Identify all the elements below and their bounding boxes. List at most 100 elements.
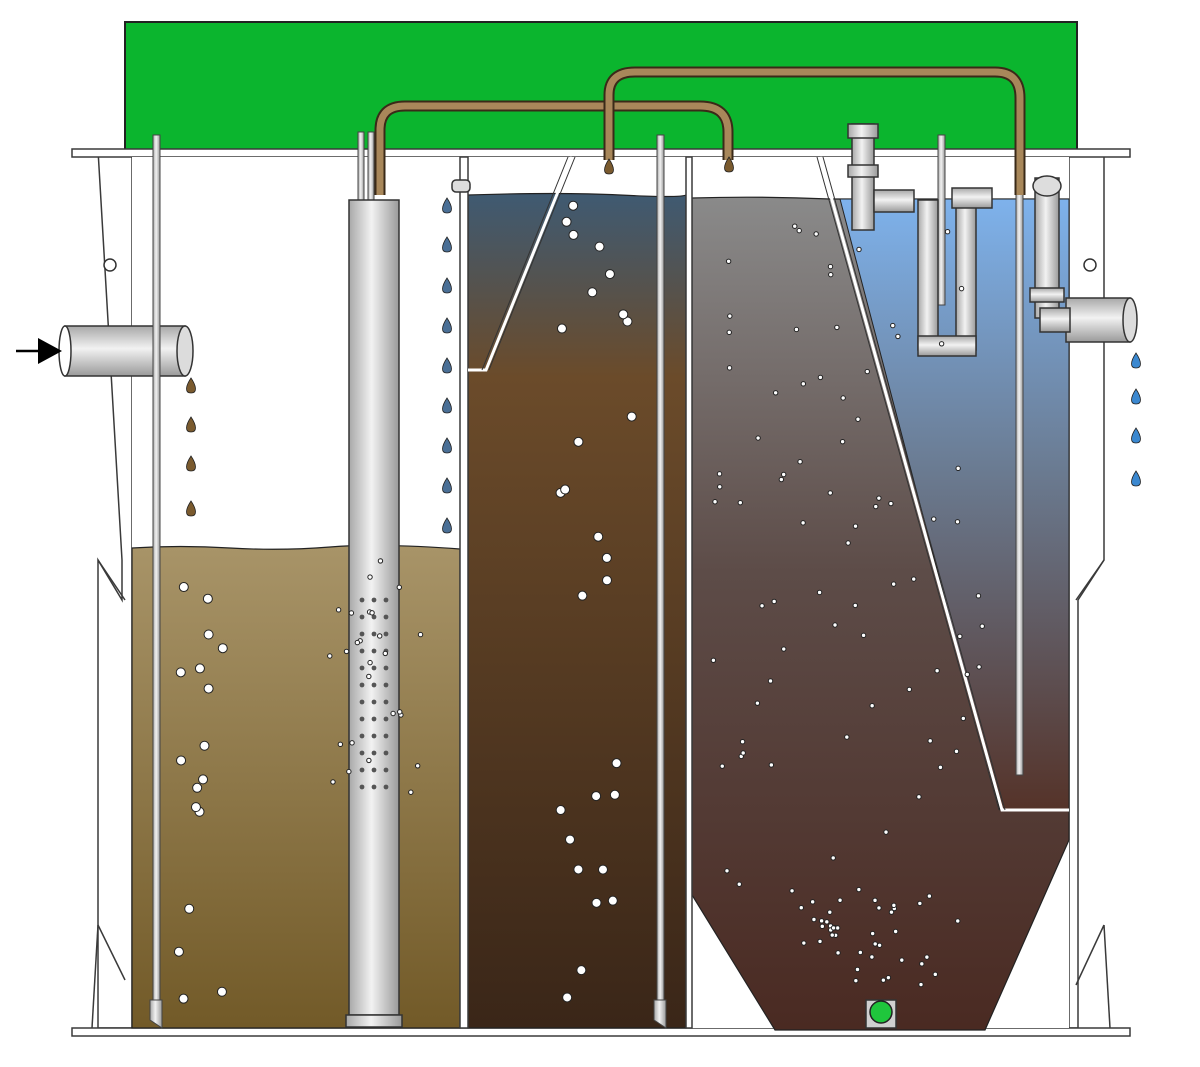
liquid-drops [186, 156, 1141, 534]
air-bubble [562, 992, 573, 1003]
air-bubble [348, 610, 355, 616]
liquid-drop [186, 377, 196, 394]
air-bubble [759, 603, 765, 609]
air-bubble [876, 905, 882, 911]
air-bubble [366, 757, 372, 764]
air-bubble [827, 490, 833, 496]
air-bubble [377, 558, 384, 564]
air-bubble [778, 476, 785, 483]
air-bubble [601, 575, 612, 586]
air-bubble [736, 881, 742, 887]
air-bubble [618, 309, 629, 320]
air-bubble [834, 324, 840, 331]
air-bubble [556, 323, 567, 334]
liquid-drop [1131, 427, 1141, 444]
liquid-drop [186, 455, 196, 472]
air-bubble [944, 229, 951, 235]
air-bubble [377, 633, 383, 639]
air-bubble [888, 500, 894, 507]
air-bubble [203, 629, 214, 640]
air-bubble [869, 702, 875, 709]
air-bubble [816, 589, 823, 596]
air-bubble [854, 966, 861, 973]
air-bubble [198, 774, 209, 785]
air-bubble [555, 805, 566, 816]
perforated-aerator-icon [345, 131, 403, 1028]
air-bubble [890, 322, 896, 329]
air-bubble [918, 981, 924, 988]
air-bubble [876, 495, 882, 501]
air-bubble [594, 241, 605, 252]
air-bubble [827, 263, 834, 270]
air-bubble [793, 326, 800, 333]
air-bubble [192, 782, 203, 793]
air-bubble [725, 258, 732, 264]
air-bubble [178, 993, 189, 1004]
liquid-drop [604, 158, 614, 175]
air-bubble [335, 607, 342, 613]
air-bubble [845, 540, 851, 546]
air-bubble [892, 928, 899, 935]
air-bubble [880, 977, 887, 983]
air-bubble [354, 639, 361, 646]
air-bubble [856, 886, 862, 893]
air-bubble [964, 671, 970, 678]
air-bubble [726, 365, 733, 371]
air-bubble [626, 411, 637, 422]
liquid-drop [442, 197, 452, 214]
air-bubble [801, 940, 807, 946]
air-bubble [796, 227, 802, 234]
air-bubble [601, 552, 612, 563]
air-bubble [780, 471, 787, 478]
air-bubble [176, 755, 187, 766]
air-bubbles [173, 200, 985, 1004]
air-bubble [560, 484, 571, 495]
air-bubble [932, 971, 938, 978]
liquid-drop [186, 500, 196, 517]
air-bubble [853, 977, 859, 984]
air-bubble [957, 633, 963, 640]
air-bubble [869, 954, 875, 960]
air-bubble [716, 471, 723, 477]
air-bubble [781, 646, 787, 652]
air-bubble [837, 897, 843, 903]
air-bubble [937, 764, 944, 771]
air-bubble [382, 650, 388, 657]
air-bubble [330, 779, 336, 785]
liquid-drop [442, 236, 452, 253]
mounting-hole-left [103, 258, 117, 272]
air-bubble [755, 435, 761, 441]
inflow-arrow-icon [16, 338, 62, 364]
air-bubble [835, 950, 841, 956]
air-bubble [568, 229, 579, 240]
air-bubble [768, 762, 775, 768]
air-bubble [817, 374, 824, 381]
air-bubble [175, 667, 186, 678]
air-bubble [857, 949, 864, 956]
drain-valve-icon [865, 999, 897, 1029]
air-bubble [797, 458, 803, 465]
air-bubble [408, 789, 414, 795]
air-bubble [390, 710, 396, 717]
air-bubble [917, 900, 923, 907]
air-bubble [955, 465, 961, 472]
air-bubble [906, 686, 913, 693]
air-bubble [872, 941, 878, 947]
inlet-pipe-icon [58, 325, 194, 377]
air-bubble [726, 329, 732, 336]
air-bubble [561, 216, 572, 227]
air-bubble [891, 902, 897, 909]
air-bubble [931, 516, 937, 522]
air-bubble [840, 395, 846, 401]
air-bubble [924, 954, 930, 960]
air-bubble [190, 802, 201, 813]
air-bubble [800, 520, 806, 526]
liquid-drop [442, 357, 452, 374]
air-bubble [710, 657, 717, 663]
air-bubble [216, 986, 227, 997]
air-bubble [975, 593, 982, 599]
liquid-drop [1131, 470, 1141, 487]
air-bubble [899, 957, 905, 963]
air-bubble [839, 438, 846, 445]
air-bubble [883, 829, 889, 835]
